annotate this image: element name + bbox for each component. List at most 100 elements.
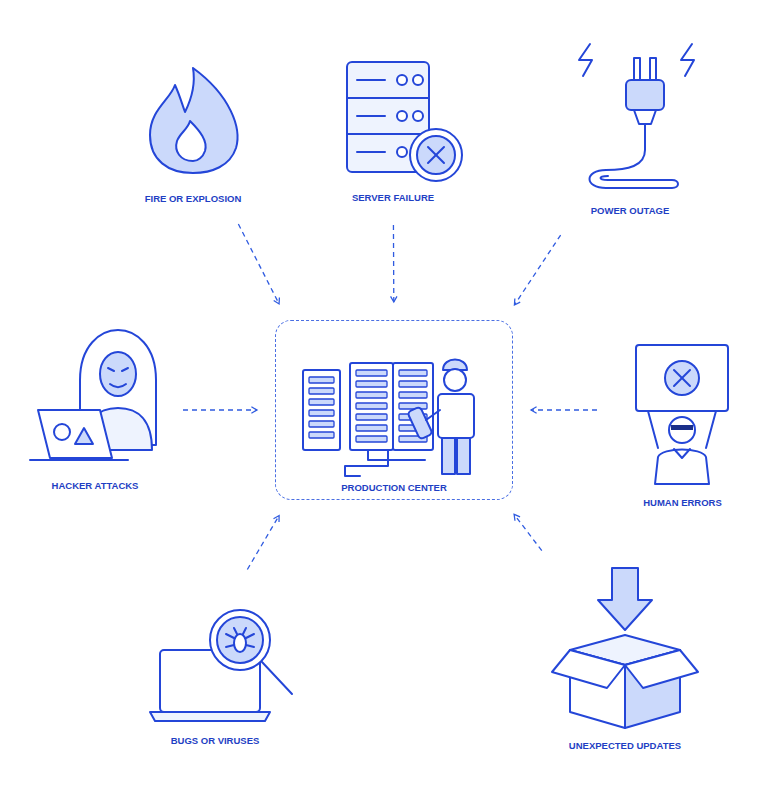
server-icon-part bbox=[357, 151, 385, 153]
rack-slot bbox=[309, 421, 334, 427]
dashed-arrow bbox=[393, 225, 395, 302]
node-label: UNEXPECTED UPDATES bbox=[569, 740, 681, 751]
production-illustration-part bbox=[407, 406, 432, 439]
rack-slot bbox=[356, 436, 387, 442]
bugs-icon-part bbox=[262, 662, 292, 694]
server-icon-part bbox=[413, 75, 423, 85]
hacker-icon-part bbox=[54, 424, 70, 440]
server-icon-part bbox=[397, 75, 407, 85]
server-icon bbox=[347, 62, 462, 181]
node-label: HUMAN ERRORS bbox=[643, 497, 722, 508]
production-illustration-part bbox=[426, 410, 440, 420]
human-errors-icon-part bbox=[674, 370, 690, 386]
node-label: BUGS OR VIRUSES bbox=[171, 735, 260, 746]
bugs-icon-part bbox=[234, 634, 246, 652]
updates-node: UNEXPECTED UPDATES bbox=[545, 565, 705, 755]
fire-icon-part bbox=[176, 121, 205, 161]
hacker-icon-part bbox=[75, 428, 93, 444]
rack-slot bbox=[356, 381, 387, 387]
power-icon bbox=[579, 44, 694, 188]
server-node: SERVER FAILURE bbox=[318, 55, 468, 207]
updates-icon-part bbox=[598, 568, 652, 630]
rack-slot bbox=[309, 410, 334, 416]
human-errors-icon-part bbox=[674, 370, 690, 386]
rack-slot bbox=[309, 388, 334, 394]
human-errors-icon bbox=[636, 345, 728, 484]
rack-slot bbox=[399, 403, 427, 409]
rack-slot bbox=[399, 392, 427, 398]
node-label: PRODUCTION CENTER bbox=[341, 482, 447, 493]
server-icon-part bbox=[417, 136, 455, 174]
human-errors-icon-part bbox=[655, 450, 709, 485]
power-icon-part bbox=[626, 80, 664, 110]
dashed-arrow bbox=[238, 224, 279, 304]
node-label: FIRE OR EXPLOSION bbox=[145, 193, 242, 204]
hacker-icon-part bbox=[100, 352, 136, 396]
power-icon-part bbox=[650, 58, 656, 80]
human-errors-icon-part bbox=[665, 361, 699, 395]
human-errors-icon-part bbox=[636, 345, 728, 411]
node-label: SERVER FAILURE bbox=[352, 192, 434, 203]
production-illustration-part bbox=[457, 438, 470, 474]
production-illustration-part bbox=[442, 438, 455, 474]
rack-slot bbox=[309, 399, 334, 405]
server-icon-part bbox=[347, 97, 429, 99]
production-illustration-part bbox=[438, 394, 474, 438]
human-errors-node: HUMAN ERRORS bbox=[615, 340, 750, 512]
updates-icon-part bbox=[625, 650, 698, 688]
production-illustration-part bbox=[303, 363, 433, 450]
server-icon-part bbox=[357, 115, 385, 117]
power-icon-part bbox=[681, 44, 694, 76]
hacker-icon-part bbox=[38, 410, 112, 458]
rack-slot bbox=[356, 392, 387, 398]
rack-slot bbox=[309, 377, 334, 383]
fire-node: FIRE OR EXPLOSION bbox=[118, 60, 268, 208]
bugs-node: BUGS OR VIRUSES bbox=[140, 585, 290, 750]
rack-slot bbox=[356, 370, 387, 376]
production-center-box: PRODUCTION CENTER bbox=[275, 320, 513, 500]
fire-icon-part bbox=[150, 68, 237, 173]
rack-slot bbox=[399, 381, 427, 387]
node-label: HACKER ATTACKS bbox=[52, 480, 139, 491]
power-icon-part bbox=[590, 124, 679, 188]
updates-icon-part bbox=[552, 650, 625, 688]
bugs-icon-part bbox=[217, 617, 263, 663]
rack-slot bbox=[399, 370, 427, 376]
human-errors-icon-part bbox=[671, 425, 693, 430]
updates-icon bbox=[552, 568, 698, 728]
server-icon-part bbox=[413, 111, 423, 121]
dashed-arrow bbox=[531, 409, 597, 410]
rack-slot bbox=[356, 425, 387, 431]
rack-slot bbox=[356, 403, 387, 409]
production-illustration-part-part bbox=[350, 363, 393, 450]
server-icon-part bbox=[428, 147, 444, 163]
server-icon-part bbox=[410, 129, 462, 181]
rack-slot bbox=[309, 432, 334, 438]
server-icon-part bbox=[357, 79, 385, 81]
production-illustration-part-part bbox=[303, 370, 340, 450]
dashed-arrow bbox=[183, 409, 257, 410]
bugs-icon-part bbox=[210, 610, 270, 670]
power-icon-part bbox=[634, 110, 656, 124]
power-icon-part bbox=[579, 44, 592, 76]
hacker-icon-part bbox=[30, 459, 128, 461]
dashed-arrow bbox=[514, 514, 542, 550]
bugs-icon-part bbox=[226, 628, 254, 647]
server-icon-part bbox=[347, 133, 429, 135]
human-errors-icon-part bbox=[669, 417, 695, 443]
production-illustration-part bbox=[345, 450, 425, 476]
server-icon-part bbox=[397, 111, 407, 121]
power-icon-part bbox=[634, 58, 640, 80]
dashed-arrow bbox=[247, 516, 279, 570]
node-label: POWER OUTAGE bbox=[591, 205, 669, 216]
production-illustration-part bbox=[444, 369, 466, 391]
server-icon-part bbox=[428, 147, 444, 163]
production-illustration bbox=[303, 360, 474, 477]
server-icon-part bbox=[397, 147, 407, 157]
fire-icon bbox=[150, 68, 237, 173]
human-errors-icon-part bbox=[674, 449, 690, 458]
dashed-arrow bbox=[514, 235, 560, 305]
